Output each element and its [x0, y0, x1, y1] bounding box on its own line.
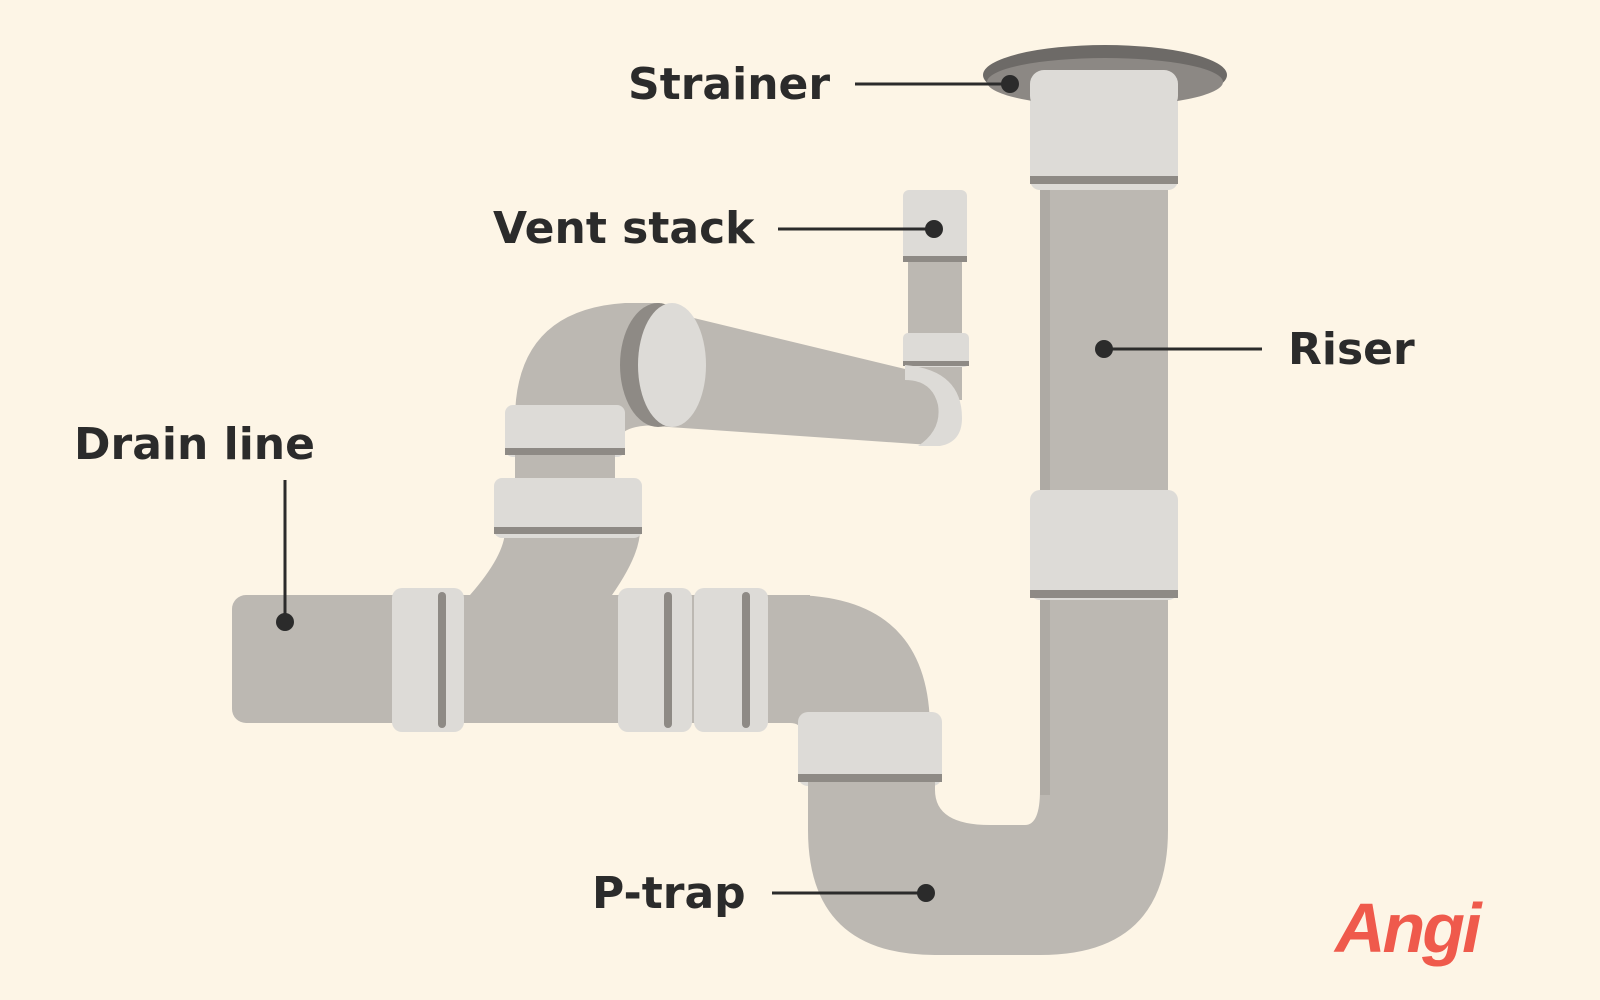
riser-label: Riser	[1288, 324, 1415, 375]
p-trap-leader	[772, 884, 935, 902]
strainer-leader	[855, 75, 1019, 93]
vent-stack-leader	[778, 220, 943, 238]
drain-line-label: Drain line	[74, 419, 315, 470]
strainer-flange	[983, 45, 1227, 110]
strainer-label: Strainer	[628, 59, 830, 110]
drain-line-pipe	[232, 478, 642, 732]
riser-pipe	[1030, 70, 1178, 795]
p-trap-label: P-trap	[592, 868, 746, 919]
riser-leader	[1095, 340, 1262, 358]
drain-line-leader	[276, 480, 294, 631]
vent-branch-pipe	[505, 303, 962, 485]
brand-name: Angi	[1333, 889, 1483, 967]
vent-stack-label: Vent stack	[493, 203, 756, 254]
angi-logo-icon: Angi	[1333, 889, 1486, 967]
p-trap-pipe	[618, 588, 1168, 955]
